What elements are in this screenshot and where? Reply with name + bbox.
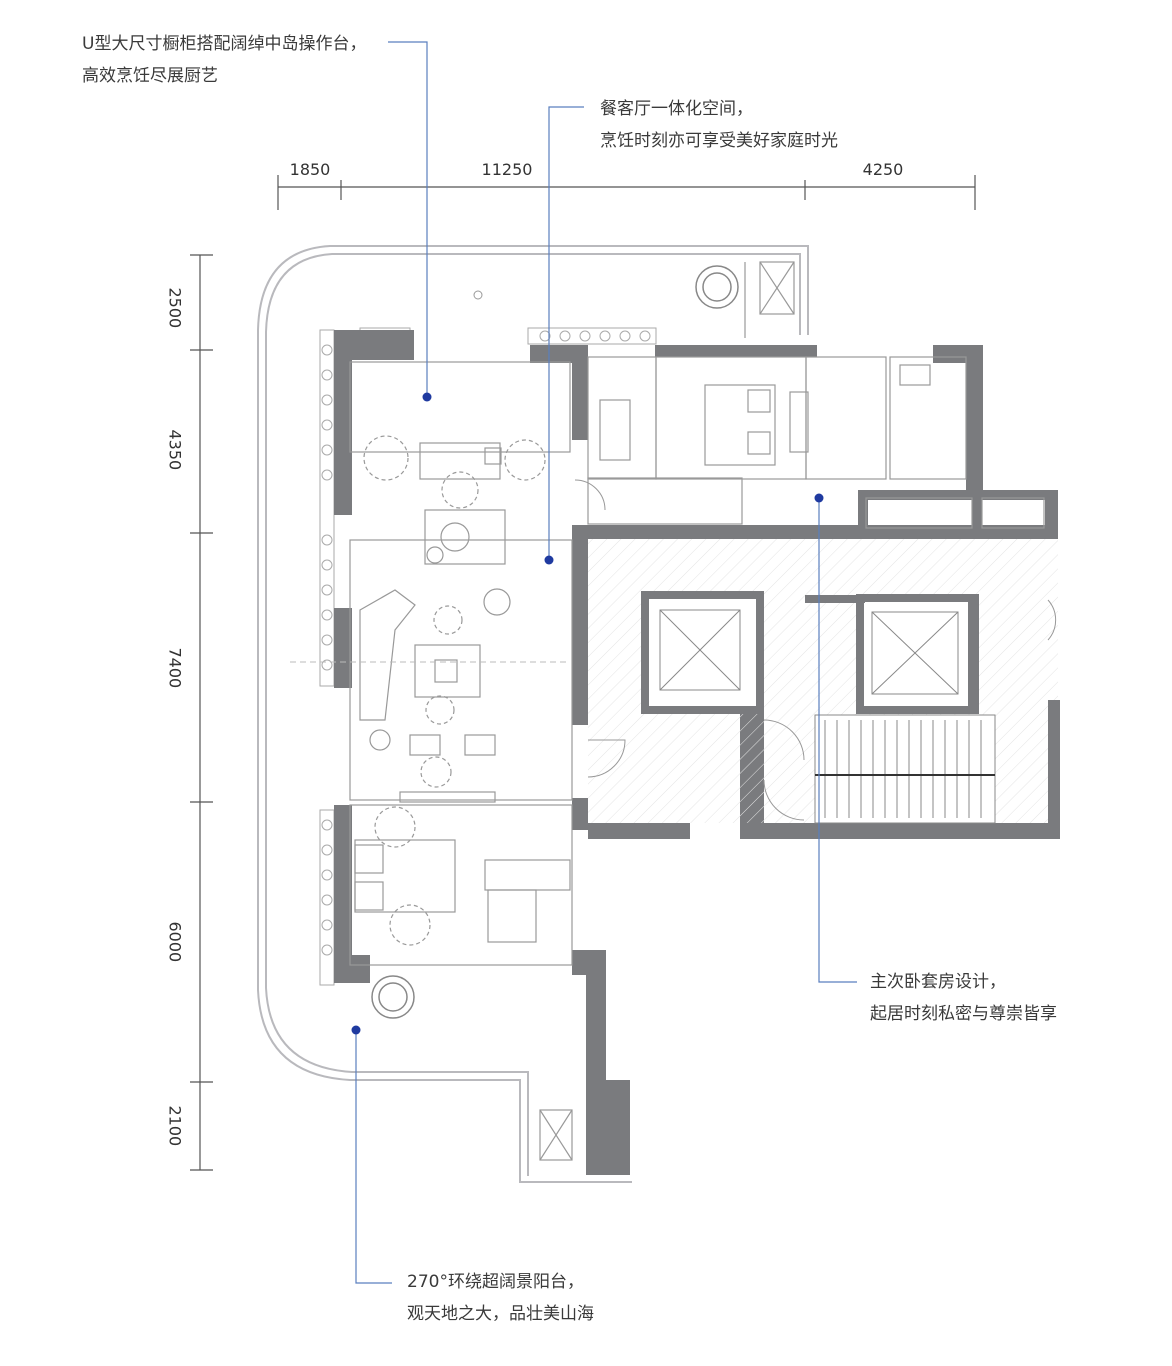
planters-west [319,329,335,986]
elevator-2 [856,594,979,714]
left-dimension-line [190,254,213,1171]
stairs [814,714,996,824]
living-sofa [359,589,496,788]
living-annotation-line1: 餐客厅一体化空间， [600,99,753,119]
kitchen-annotation-line2: 高效烹饪尽展厨艺 [82,66,218,86]
dim-top-3: 4250 [862,160,904,179]
dim-left-2: 4350 [165,429,185,471]
living-annotation: 餐客厅一体化空间， 烹饪时刻亦可享受美好家庭时光 [600,93,838,157]
balcony-light [473,290,483,300]
callout-dots [351,392,824,1035]
walls [334,330,1060,1175]
bedroom-left-furniture [354,791,571,946]
kitchen-island [363,435,546,509]
dim-left-3: 7400 [165,647,185,689]
dim-left-5: 2100 [165,1105,185,1147]
kitchen-annotation: U型大尺寸橱柜搭配阔绰中岛操作台， 高效烹饪尽展厨艺 [82,28,366,92]
living-annotation-line2: 烹饪时刻亦可享受美好家庭时光 [600,131,838,151]
balcony-annotation-line2: 观天地之大，品壮美山海 [407,1304,594,1324]
balcony-storage-bottom [539,1109,573,1161]
dim-left-1: 2500 [165,287,185,329]
balcony-round-table-top [695,265,739,309]
interior-lines [349,356,1045,966]
bedroom-top-furniture [599,364,931,466]
dining-table [424,509,511,616]
top-dimension-line [277,175,976,210]
balcony-annotation-line1: 270°环绕超阔景阳台， [407,1272,584,1292]
bedroom-annotation: 主次卧套房设计， 起居时刻私密与尊崇皆享 [870,966,1057,1030]
dim-top-1: 1850 [289,160,331,179]
bedroom-annotation-line1: 主次卧套房设计， [870,972,1006,992]
elevator-1 [641,591,764,714]
balcony-outline [257,245,809,1183]
balcony-annotation: 270°环绕超阔景阳台， 观天地之大，品壮美山海 [407,1266,594,1330]
callout-lines [355,41,857,1284]
balcony-storage-top [744,261,795,338]
balcony-round-table-bottom [371,975,415,1019]
kitchen-annotation-line1: U型大尺寸橱柜搭配阔绰中岛操作台， [82,34,367,54]
bedroom-annotation-line2: 起居时刻私密与尊崇皆享 [870,1004,1057,1024]
core-walls [805,595,1060,828]
doors [574,479,1057,821]
dim-top-2: 11250 [481,160,533,179]
dim-left-4: 6000 [165,921,185,963]
